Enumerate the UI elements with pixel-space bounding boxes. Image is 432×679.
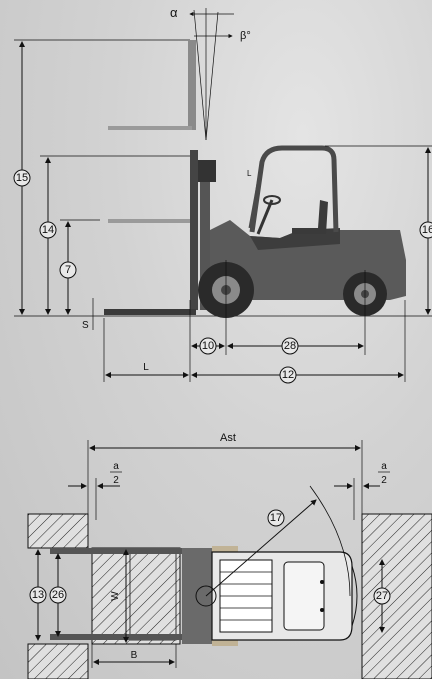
mast (104, 150, 216, 315)
alpha-label: α (170, 5, 178, 20)
svg-text:28: 28 (284, 340, 296, 352)
callout-13: 13 (29, 586, 47, 604)
svg-text:7: 7 (65, 264, 71, 276)
svg-text:27: 27 (376, 590, 388, 602)
cab-mark: L (247, 169, 252, 178)
a2-left-num: a (113, 461, 119, 472)
callout-7: 7 (59, 261, 77, 279)
svg-text:13: 13 (32, 589, 44, 601)
callout-28: 28 (281, 337, 299, 355)
dim-17-line (205, 499, 317, 597)
svg-text:17: 17 (270, 512, 282, 524)
top-view: Ast a 2 a 2 (27, 432, 432, 679)
svg-text:12: 12 (282, 369, 294, 381)
wall-bottom-left (27, 643, 89, 679)
callout-10: 10 (199, 337, 217, 355)
callout-17: 17 (267, 509, 285, 527)
callout-27: 27 (373, 587, 391, 605)
svg-text:15: 15 (16, 172, 28, 184)
s-label: S (82, 320, 89, 331)
callout-15: 15 (13, 169, 31, 187)
callout-12: 12 (279, 366, 297, 384)
beta-label: β° (240, 30, 251, 42)
svg-text:14: 14 (42, 224, 54, 236)
wall-right (361, 513, 432, 679)
w-label: W (110, 591, 121, 601)
raised-forks (108, 40, 196, 223)
a2-right-num: a (381, 461, 387, 472)
truck-top (182, 546, 358, 646)
a2-left-den: 2 (113, 475, 119, 486)
callout-14: 14 (39, 221, 57, 239)
wall-top-left (27, 513, 89, 549)
callout-26: 26 (49, 586, 67, 604)
turning-arc (309, 485, 351, 597)
fork-bottom (50, 634, 210, 640)
b-label: B (131, 650, 138, 661)
svg-text:26: 26 (52, 589, 64, 601)
side-view: α β° L (13, 5, 432, 384)
svg-text:16: 16 (422, 224, 432, 236)
callout-16: 16 (419, 221, 432, 239)
tilt-indicator (189, 8, 234, 141)
l-dim-label: L (143, 362, 149, 373)
fork-top (50, 548, 210, 554)
ast-label: Ast (220, 432, 236, 444)
svg-text:10: 10 (202, 340, 214, 352)
a2-right-den: 2 (381, 475, 387, 486)
pallet (91, 547, 181, 645)
forks-lowered (104, 309, 196, 315)
